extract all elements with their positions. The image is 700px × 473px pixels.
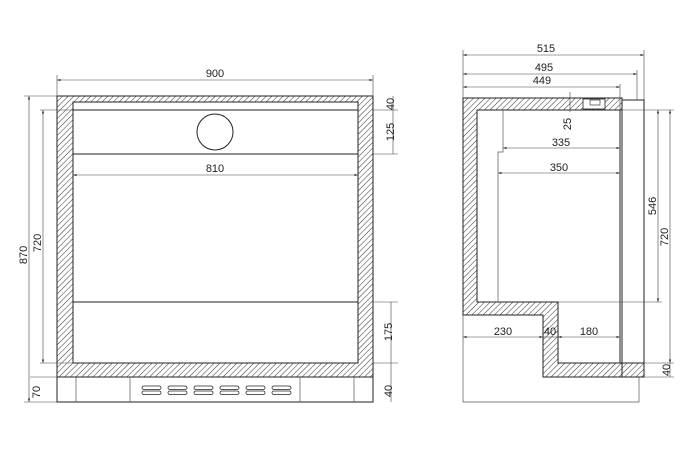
vent-slot	[193, 385, 214, 390]
side-view: 515 495 449 25 335 350 546 720 40 230 40…	[462, 43, 674, 403]
front-plinth	[56, 376, 374, 403]
dim-front-width: 900	[206, 68, 224, 80]
dim-side-gap: 25	[562, 118, 574, 130]
vent-slot	[167, 385, 188, 390]
dim-front-inner-height: 720	[32, 234, 44, 252]
dim-side-inner-height: 546	[647, 197, 659, 215]
dim-side-lower-shelf: 350	[550, 162, 568, 174]
dim-front-inner-width: 810	[206, 163, 224, 175]
dim-front-bottom-wall: 40	[383, 385, 395, 397]
side-door-panel	[621, 99, 645, 378]
vent-slot	[271, 385, 292, 390]
dim-front-height: 870	[18, 246, 30, 264]
vent-slot	[141, 385, 162, 390]
dim-front-bottom-section: 175	[383, 323, 395, 341]
side-inner-liner	[497, 110, 504, 302]
dim-side-body-depth: 495	[535, 62, 553, 74]
front-view: 900 810 870 720 70 40 125 175 40	[18, 68, 398, 403]
dim-side-bottom-wall: 40	[661, 364, 673, 376]
side-top-fitting	[582, 98, 606, 110]
dim-side-inner-depth: 449	[533, 75, 551, 87]
dim-front-top-wall: 40	[385, 98, 397, 110]
vent-slot	[193, 390, 214, 395]
vent-slot	[141, 390, 162, 395]
dim-front-plinth: 70	[31, 386, 43, 398]
dim-side-step-front: 230	[494, 326, 512, 338]
side-plinth	[462, 315, 640, 403]
dim-side-depth: 515	[537, 43, 555, 55]
dim-front-top-section: 125	[385, 123, 397, 141]
dim-side-step-rear: 180	[580, 326, 598, 338]
vent-slot	[167, 390, 188, 395]
vent-slot	[245, 390, 266, 395]
front-round-gauge	[196, 113, 234, 151]
vent-slot	[219, 385, 240, 390]
vent-slot	[271, 390, 292, 395]
vent-slot	[219, 390, 240, 395]
dim-side-height: 720	[659, 228, 671, 246]
dim-side-step-wall: 40	[544, 326, 556, 338]
vent-grille-icon	[141, 385, 292, 395]
vent-slot	[245, 385, 266, 390]
front-insulated-frame	[56, 95, 374, 378]
dim-side-upper-shelf: 335	[552, 137, 570, 149]
